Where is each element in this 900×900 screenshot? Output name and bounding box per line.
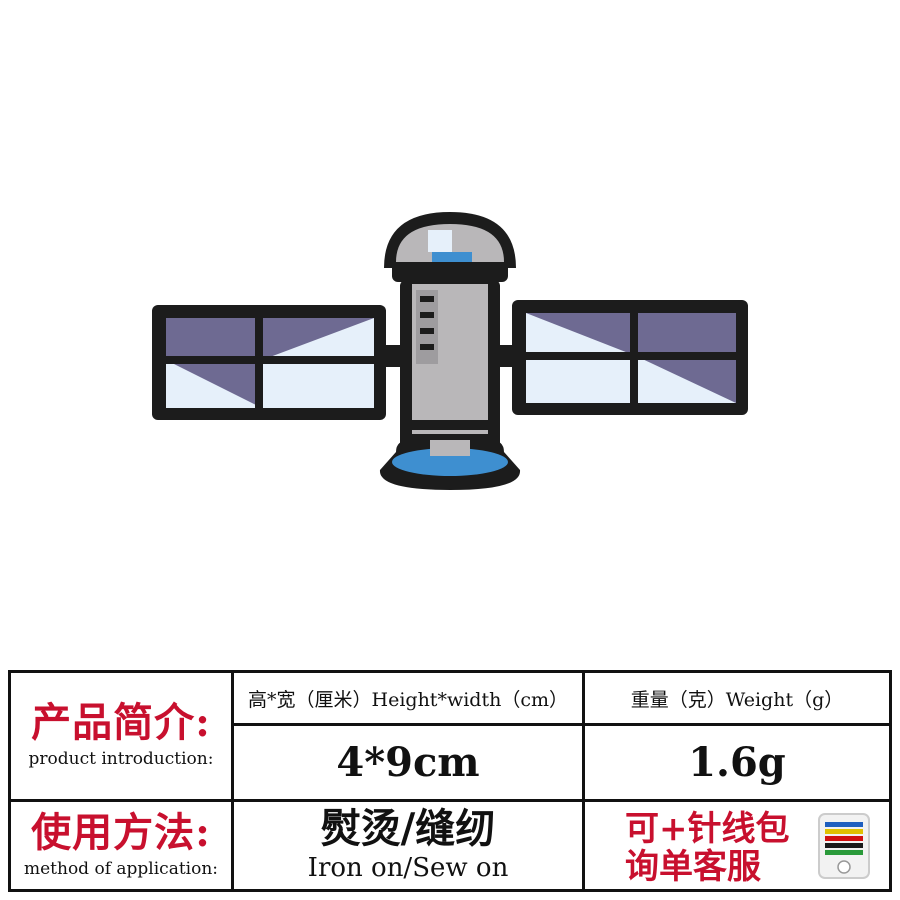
sewing-kit-note: 可+针线包 询单客服	[625, 810, 790, 886]
table-divider	[234, 723, 889, 726]
method-subtitle: method of application:	[23, 858, 219, 879]
product-intro-subtitle: product introduction:	[28, 749, 214, 769]
size-value: 4*9cm	[336, 739, 480, 786]
satellite-patch-image	[152, 212, 748, 490]
product-intro-label-cell: 产品简介: product introduction:	[11, 673, 231, 799]
method-value-en: Iron on/Sew on	[307, 852, 509, 883]
method-value-cell: 熨烫/缝纫 Iron on/Sew on	[234, 802, 582, 889]
method-value-cn: 熨烫/缝纫	[320, 804, 496, 852]
size-header: 高*宽（厘米）Height*width（cm）	[248, 688, 568, 711]
sewing-kit-icon	[818, 813, 870, 879]
note-line-2: 询单客服	[625, 847, 761, 888]
note-line-1: 可+针线包	[625, 809, 790, 849]
satellite-body	[379, 212, 521, 490]
weight-value: 1.6g	[688, 739, 786, 786]
product-info-table: 产品简介: product introduction: 高*宽（厘米）Heigh…	[8, 670, 892, 892]
product-intro-title: 产品简介:	[31, 699, 211, 746]
sewing-kit-note-cell: 可+针线包 询单客服	[585, 802, 889, 889]
table-divider	[231, 673, 234, 889]
left-solar-panel	[152, 305, 386, 420]
weight-header: 重量（克）Weight（g）	[630, 688, 844, 711]
table-divider	[11, 799, 889, 802]
right-solar-panel	[512, 300, 748, 415]
method-title: 使用方法:	[31, 808, 211, 856]
method-label-cell: 使用方法: method of application:	[11, 802, 231, 889]
table-divider	[582, 673, 585, 889]
